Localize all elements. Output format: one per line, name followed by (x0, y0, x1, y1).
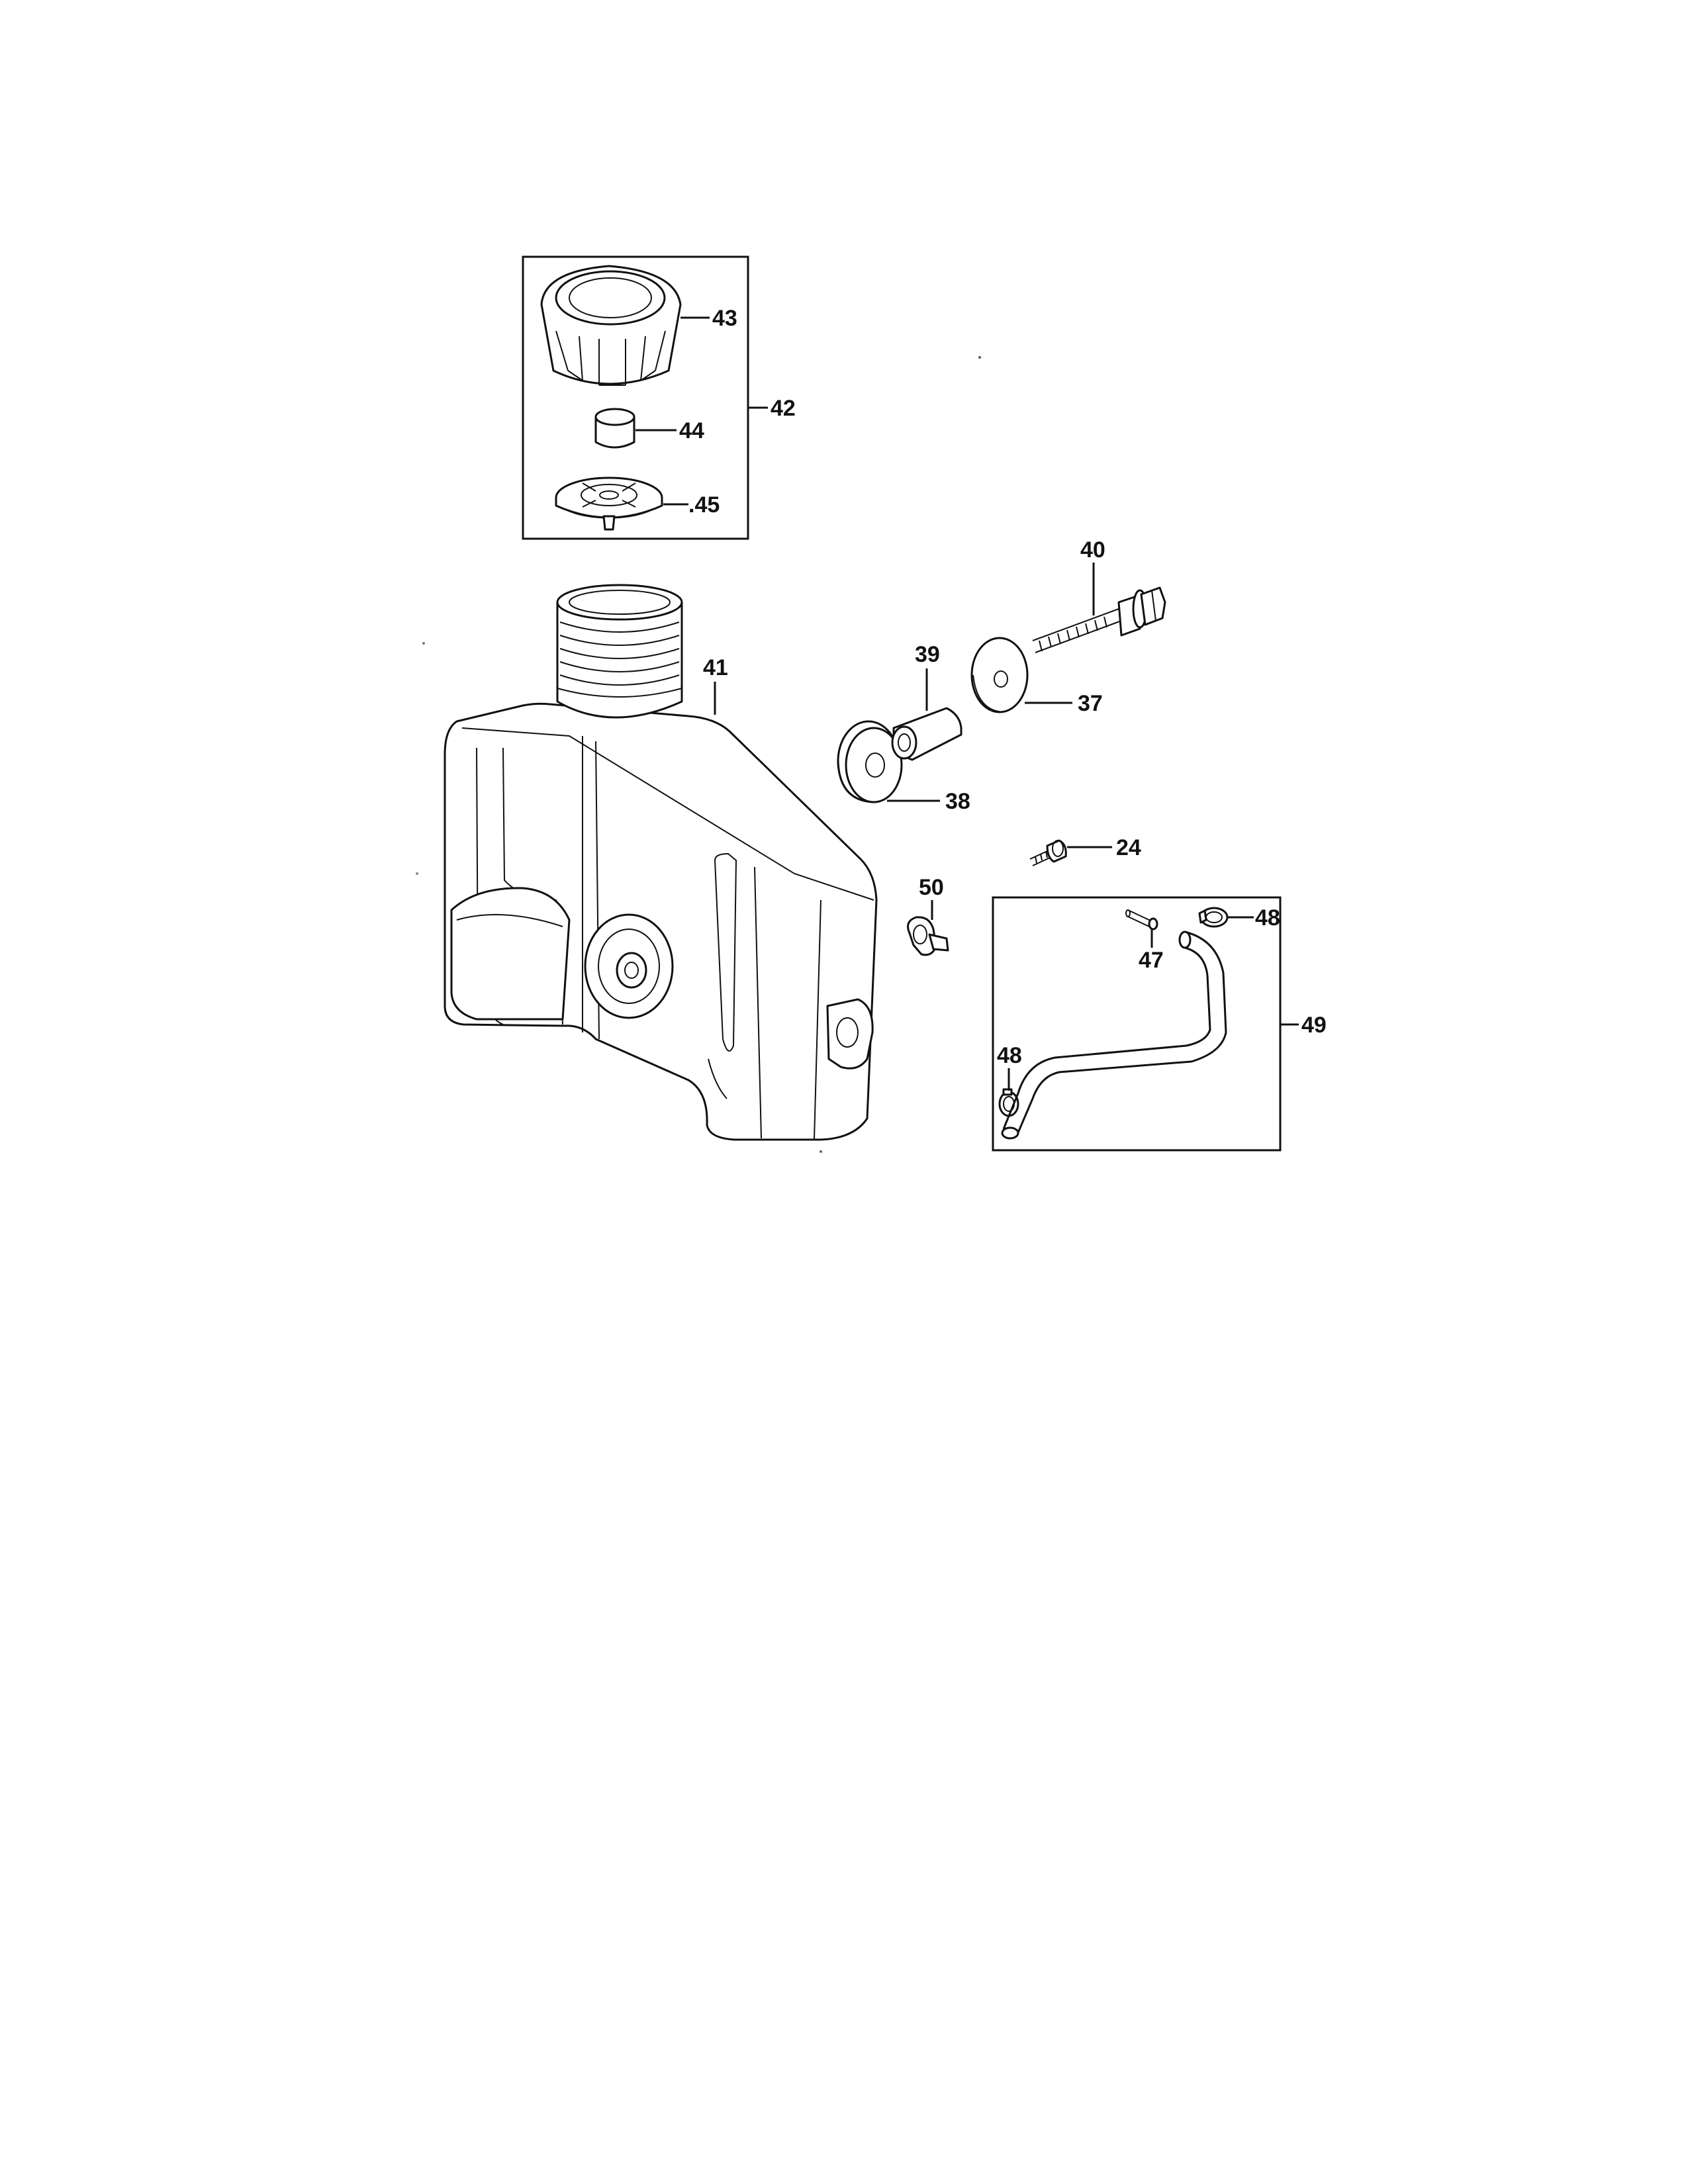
callout-40: 40 (1080, 537, 1105, 563)
callout-43: 43 (712, 306, 737, 331)
callout-47: 47 (1139, 948, 1164, 973)
callout-48-bottom: 48 (997, 1043, 1022, 1068)
fuel-tank-part (444, 584, 878, 1141)
callout-38: 38 (945, 789, 970, 814)
callout-24: 24 (1116, 835, 1141, 860)
hose-clamp-top-part (1198, 907, 1229, 928)
cap-insert-part (594, 408, 635, 449)
screw-part (1029, 839, 1067, 866)
cap-kit-box (522, 255, 749, 540)
callout-50: 50 (919, 875, 944, 900)
callout-37: 37 (1078, 691, 1103, 716)
flat-washer-part (970, 637, 1029, 713)
callout-49: 49 (1301, 1013, 1327, 1038)
fuel-hose-part (1001, 931, 1227, 1140)
callout-41: 41 (703, 655, 728, 680)
vent-pin-part (1125, 909, 1158, 931)
callout-39: 39 (915, 642, 940, 667)
fuel-cap-part (540, 265, 682, 386)
callout-45: .45 (688, 492, 720, 518)
callout-42: 42 (771, 396, 796, 421)
flange-bolt-part (1032, 586, 1166, 653)
spacer-tube-part (891, 707, 962, 761)
hose-clip-part (907, 916, 949, 956)
hose-kit-box (992, 896, 1282, 1152)
scan-speck (978, 356, 981, 359)
scan-speck (416, 872, 418, 875)
callout-48-top: 48 (1255, 905, 1280, 931)
scan-speck (820, 1150, 822, 1153)
vent-gasket-part (555, 477, 663, 531)
scan-speck (422, 642, 425, 645)
grommet-washer-part (837, 720, 903, 803)
callout-44: 44 (679, 418, 704, 443)
